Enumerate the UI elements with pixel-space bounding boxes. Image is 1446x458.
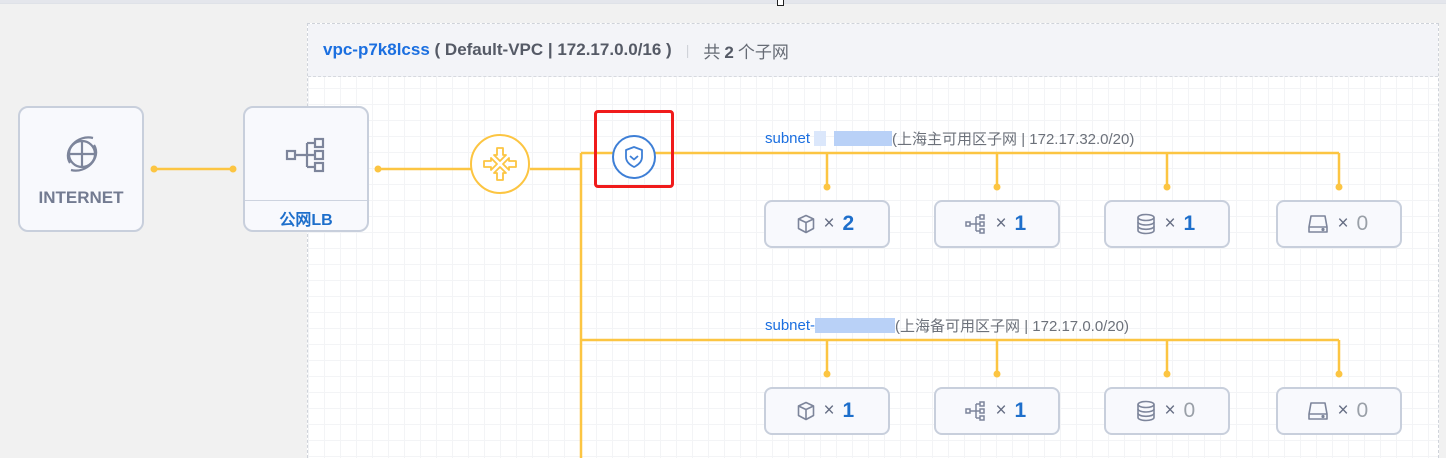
resource-clb-button[interactable]: ×1 xyxy=(934,387,1060,435)
resource-disk-button[interactable]: ×0 xyxy=(1276,387,1402,435)
resource-count: 1 xyxy=(1014,212,1027,235)
resource-count: 2 xyxy=(842,212,855,235)
lb-label: 公网LB xyxy=(279,212,333,229)
divider: | xyxy=(685,42,690,58)
subnet-2-label: subnet- (上海备可用区子网 | 172.17.0.0/20) xyxy=(765,315,1129,336)
resource-count: 0 xyxy=(1356,212,1369,235)
resource-database-button[interactable]: ×1 xyxy=(1104,200,1230,248)
internet-label: INTERNET xyxy=(38,188,124,207)
router-icon xyxy=(483,147,517,181)
internet-node[interactable]: INTERNET xyxy=(18,106,144,232)
times-sign: × xyxy=(823,213,835,234)
times-sign: × xyxy=(1337,400,1349,421)
redacted-text xyxy=(834,131,893,146)
public-lb-node[interactable]: 公网LB xyxy=(243,106,369,232)
resource-cvm-button[interactable]: ×2 xyxy=(764,200,890,248)
times-sign: × xyxy=(823,400,835,421)
globe-icon xyxy=(66,136,98,172)
load-balancer-icon xyxy=(285,137,325,173)
resource-count: 1 xyxy=(1014,399,1027,422)
times-sign: × xyxy=(1337,213,1349,234)
highlight-box xyxy=(594,110,674,188)
disk-icon xyxy=(1307,401,1329,421)
resource-clb-button[interactable]: ×1 xyxy=(934,200,1060,248)
security-group-node[interactable] xyxy=(612,135,656,179)
disk-icon xyxy=(1307,214,1329,234)
router-node[interactable] xyxy=(470,134,530,194)
times-sign: × xyxy=(995,400,1007,421)
database-icon xyxy=(1136,213,1156,235)
load-balancer-icon xyxy=(965,400,987,422)
resource-count: 1 xyxy=(1183,212,1196,235)
shield-icon xyxy=(625,146,643,168)
top-border xyxy=(0,0,1446,4)
subnet-1-info: (上海主可用区子网 | 172.17.32.0/20) xyxy=(892,131,1135,148)
redacted-text xyxy=(815,318,896,333)
resource-count: 0 xyxy=(1183,399,1196,422)
vpc-header: vpc-p7k8lcss ( Default-VPC | 172.17.0.0/… xyxy=(308,24,1438,77)
cube-icon xyxy=(797,214,815,234)
cube-icon xyxy=(797,401,815,421)
resource-cvm-button[interactable]: ×1 xyxy=(764,387,890,435)
times-sign: × xyxy=(1164,400,1176,421)
vpc-id-link[interactable]: vpc-p7k8lcss xyxy=(323,40,430,59)
lb-divider xyxy=(245,200,367,201)
resource-disk-button[interactable]: ×0 xyxy=(1276,200,1402,248)
vpc-detail: ( Default-VPC | 172.17.0.0/16 ) xyxy=(434,40,672,59)
subnet-2-info: (上海备可用区子网 | 172.17.0.0/20) xyxy=(895,318,1130,335)
times-sign: × xyxy=(1164,213,1176,234)
resource-count: 1 xyxy=(842,399,855,422)
redacted-text xyxy=(814,131,827,146)
database-icon xyxy=(1136,400,1156,422)
subnet-1-label: subnet (上海主可用区子网 | 172.17.32.0/20) xyxy=(765,128,1134,149)
subnet-2-name[interactable]: subnet- xyxy=(765,317,816,334)
top-marker xyxy=(777,0,784,6)
resource-database-button[interactable]: ×0 xyxy=(1104,387,1230,435)
subnet-1-name[interactable]: subnet xyxy=(765,130,811,147)
resource-count: 0 xyxy=(1356,399,1369,422)
times-sign: × xyxy=(995,213,1007,234)
load-balancer-icon xyxy=(965,213,987,235)
